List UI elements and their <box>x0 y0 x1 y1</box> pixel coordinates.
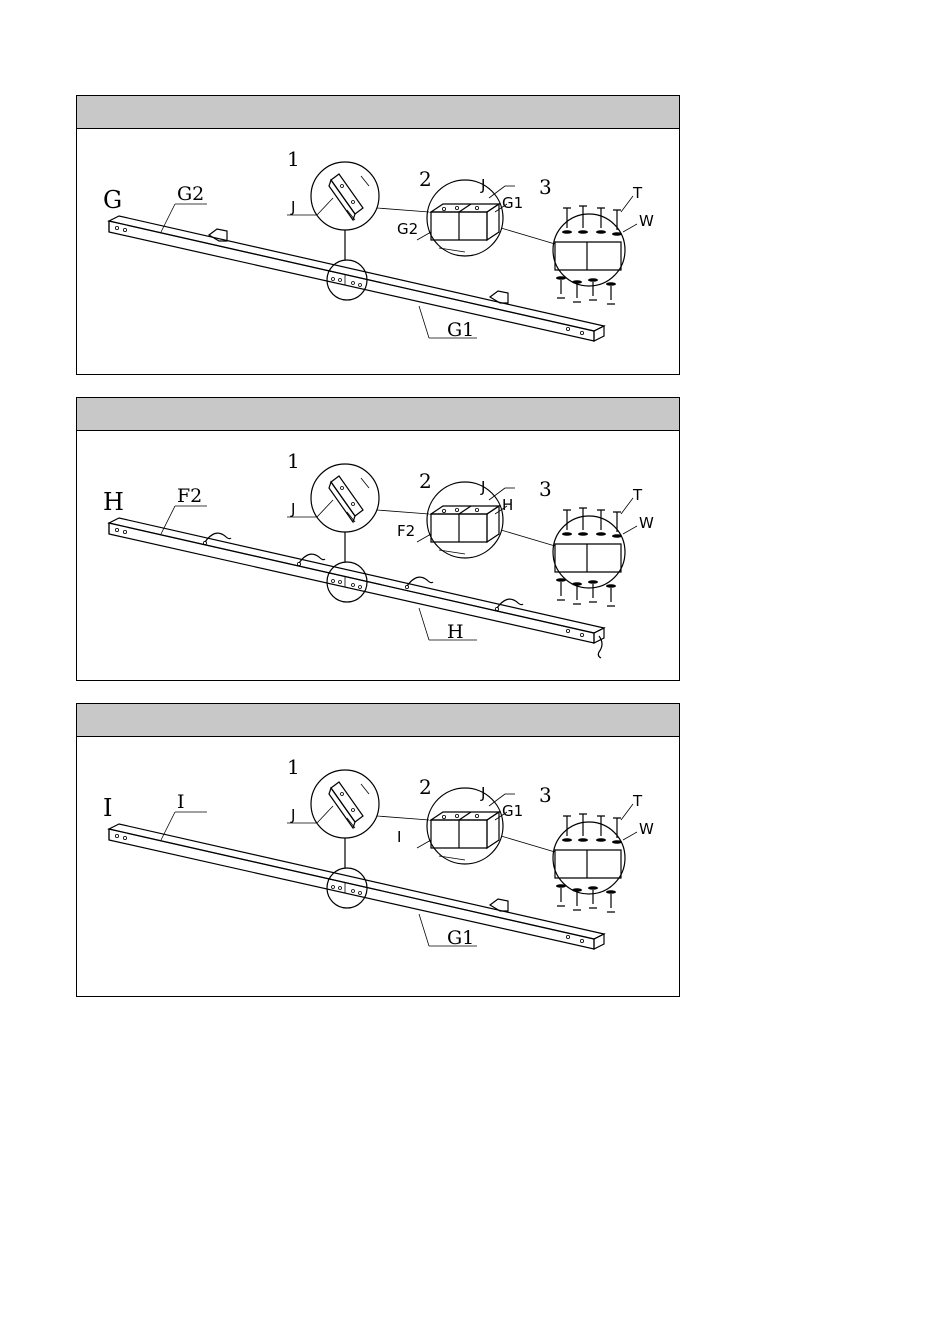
leader-line <box>419 608 429 640</box>
part-label: F2 <box>177 485 202 507</box>
detail-3-bolts <box>553 498 637 606</box>
panel-header-bar <box>77 704 679 737</box>
detail-2-joint <box>417 788 515 864</box>
detail-2-top-label: J <box>480 784 485 802</box>
detail-link-line <box>377 510 429 514</box>
assembly-diagram: G G2 G1 1 2 3 J J G1 G2 T W <box>77 128 678 373</box>
step-2-label: 2 <box>419 167 432 191</box>
main-beam <box>109 216 604 341</box>
detail-2-right-label: G1 <box>502 802 523 820</box>
joint-callout-circle <box>327 260 367 300</box>
detail-2-left-label: G2 <box>397 220 418 238</box>
bottom-part-label: G1 <box>447 927 474 949</box>
leader-line <box>419 306 429 338</box>
assembly-panel-g: G G2 G1 1 2 3 J J G1 G2 T W <box>76 95 680 375</box>
detail-2-left-label: I <box>397 828 401 846</box>
detail-1-connector <box>287 162 379 230</box>
detail-link-line <box>377 816 429 820</box>
detail-2-right-label: G1 <box>502 194 523 212</box>
detail-1-connector <box>287 770 379 838</box>
panel-letter: I <box>103 794 112 822</box>
part-label: G2 <box>177 183 204 205</box>
washer-label: W <box>639 820 654 838</box>
detail-link-line <box>377 208 429 212</box>
leader-line <box>419 914 429 946</box>
detail-link-line <box>501 228 555 244</box>
panel-letter: G <box>103 186 122 214</box>
step-3-label: 3 <box>539 175 552 199</box>
detail-2-left-label: F2 <box>397 522 415 540</box>
washer-label: W <box>639 212 654 230</box>
bolt-label: T <box>632 184 643 202</box>
step-1-label: 1 <box>287 147 300 171</box>
assembly-diagram: I I G1 1 2 3 J J G1 I T W <box>77 736 678 981</box>
panel-header-bar <box>77 96 679 129</box>
detail-3-bolts <box>553 196 637 304</box>
detail-2-joint <box>417 180 515 256</box>
bolt-label: T <box>632 792 643 810</box>
detail-1-connector <box>287 464 379 532</box>
bolt-label: T <box>632 486 643 504</box>
joint-callout-circle <box>327 868 367 908</box>
detail-2-top-label: J <box>480 478 485 496</box>
joint-callout-circle <box>327 562 367 602</box>
step-3-label: 3 <box>539 783 552 807</box>
bottom-part-label: G1 <box>447 319 474 341</box>
detail-1-label: J <box>290 198 295 216</box>
step-1-label: 1 <box>287 449 300 473</box>
detail-1-label: J <box>290 500 295 518</box>
detail-2-right-label: H <box>502 496 513 514</box>
bottom-part-label: H <box>447 621 464 643</box>
assembly-panel-i: I I G1 1 2 3 J J G1 I T W <box>76 703 680 997</box>
panel-header-bar <box>77 398 679 431</box>
detail-2-joint <box>417 482 515 558</box>
detail-1-label: J <box>290 806 295 824</box>
detail-link-line <box>501 530 555 546</box>
step-1-label: 1 <box>287 755 300 779</box>
main-beam <box>109 824 604 949</box>
detail-3-bolts <box>553 804 637 912</box>
assembly-diagram: H F2 H 1 2 3 J J H F2 T W <box>77 430 678 675</box>
detail-link-line <box>501 836 555 852</box>
assembly-panel-h: H F2 H 1 2 3 J J H F2 T W <box>76 397 680 681</box>
hanging-hooks <box>203 533 602 658</box>
step-2-label: 2 <box>419 469 432 493</box>
detail-2-top-label: J <box>480 176 485 194</box>
washer-label: W <box>639 514 654 532</box>
step-2-label: 2 <box>419 775 432 799</box>
panel-letter: H <box>103 488 124 516</box>
main-beam <box>109 518 604 643</box>
part-label: I <box>177 791 185 813</box>
step-3-label: 3 <box>539 477 552 501</box>
